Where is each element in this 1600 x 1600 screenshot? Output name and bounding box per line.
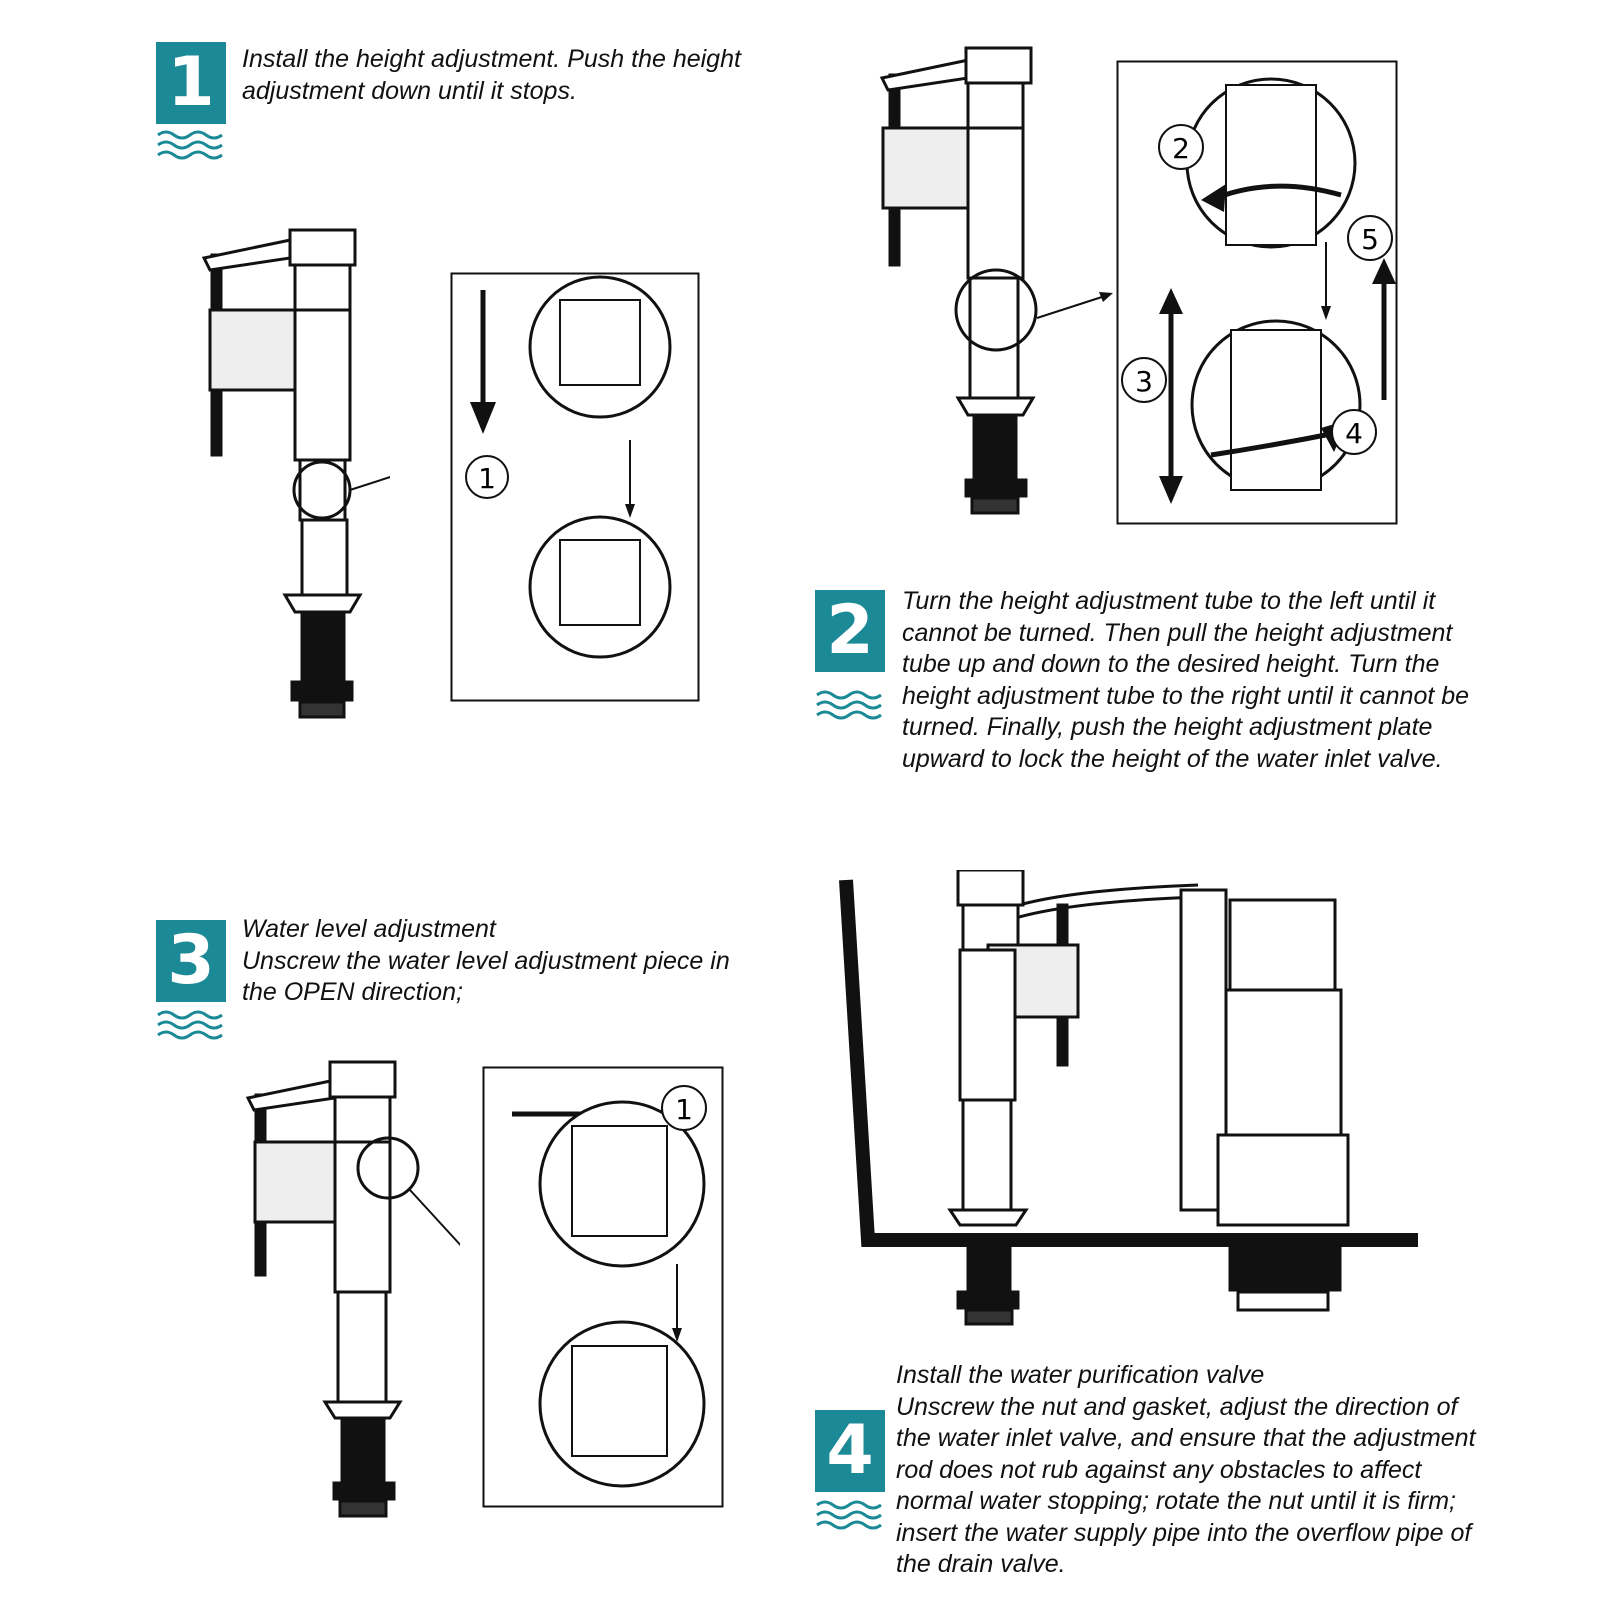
svg-text:1: 1 [478, 462, 496, 495]
step-3-badge: 3 [156, 920, 226, 1002]
svg-text:1: 1 [675, 1093, 693, 1126]
step-3-instructions: Water level adjustment Unscrew the water… [242, 915, 730, 1006]
callout-1 [465, 455, 509, 499]
svg-text:2: 2 [1172, 132, 1190, 165]
callout-3 [1121, 357, 1167, 403]
callout-2 [1158, 124, 1204, 170]
wave-icon [157, 130, 223, 160]
step-4-badge: 4 [815, 1410, 885, 1492]
step-2-badge: 2 [815, 590, 885, 672]
wave-icon [816, 1500, 882, 1530]
callout-5 [1347, 215, 1393, 261]
step-4-instructions: Install the water purification valve Uns… [896, 1361, 1476, 1578]
step-2-detail-panel: 2 3 4 5 [1116, 60, 1398, 525]
step-1-instructions: Install the height adjustment. Push the … [242, 45, 741, 105]
fill-valve-illustration [245, 1060, 460, 1518]
step-3-detail-panel: 1 [482, 1066, 724, 1508]
fill-valve-illustration [879, 46, 1038, 515]
svg-text:5: 5 [1361, 223, 1379, 256]
svg-text:4: 4 [1345, 417, 1363, 450]
pointer-line [1036, 292, 1113, 319]
step-1-badge: 1 [156, 42, 226, 124]
fill-valve-illustration [201, 228, 390, 719]
svg-text:3: 3 [1135, 365, 1153, 398]
step-2-instructions: Turn the height adjustment tube to the l… [902, 587, 1470, 773]
step-1-detail-panel: 1 [450, 272, 700, 702]
callout-1 [661, 1085, 707, 1131]
drain-valve-illustration [839, 870, 1418, 1326]
wave-icon [816, 690, 882, 720]
wave-icon [157, 1010, 223, 1040]
callout-4 [1331, 409, 1377, 455]
